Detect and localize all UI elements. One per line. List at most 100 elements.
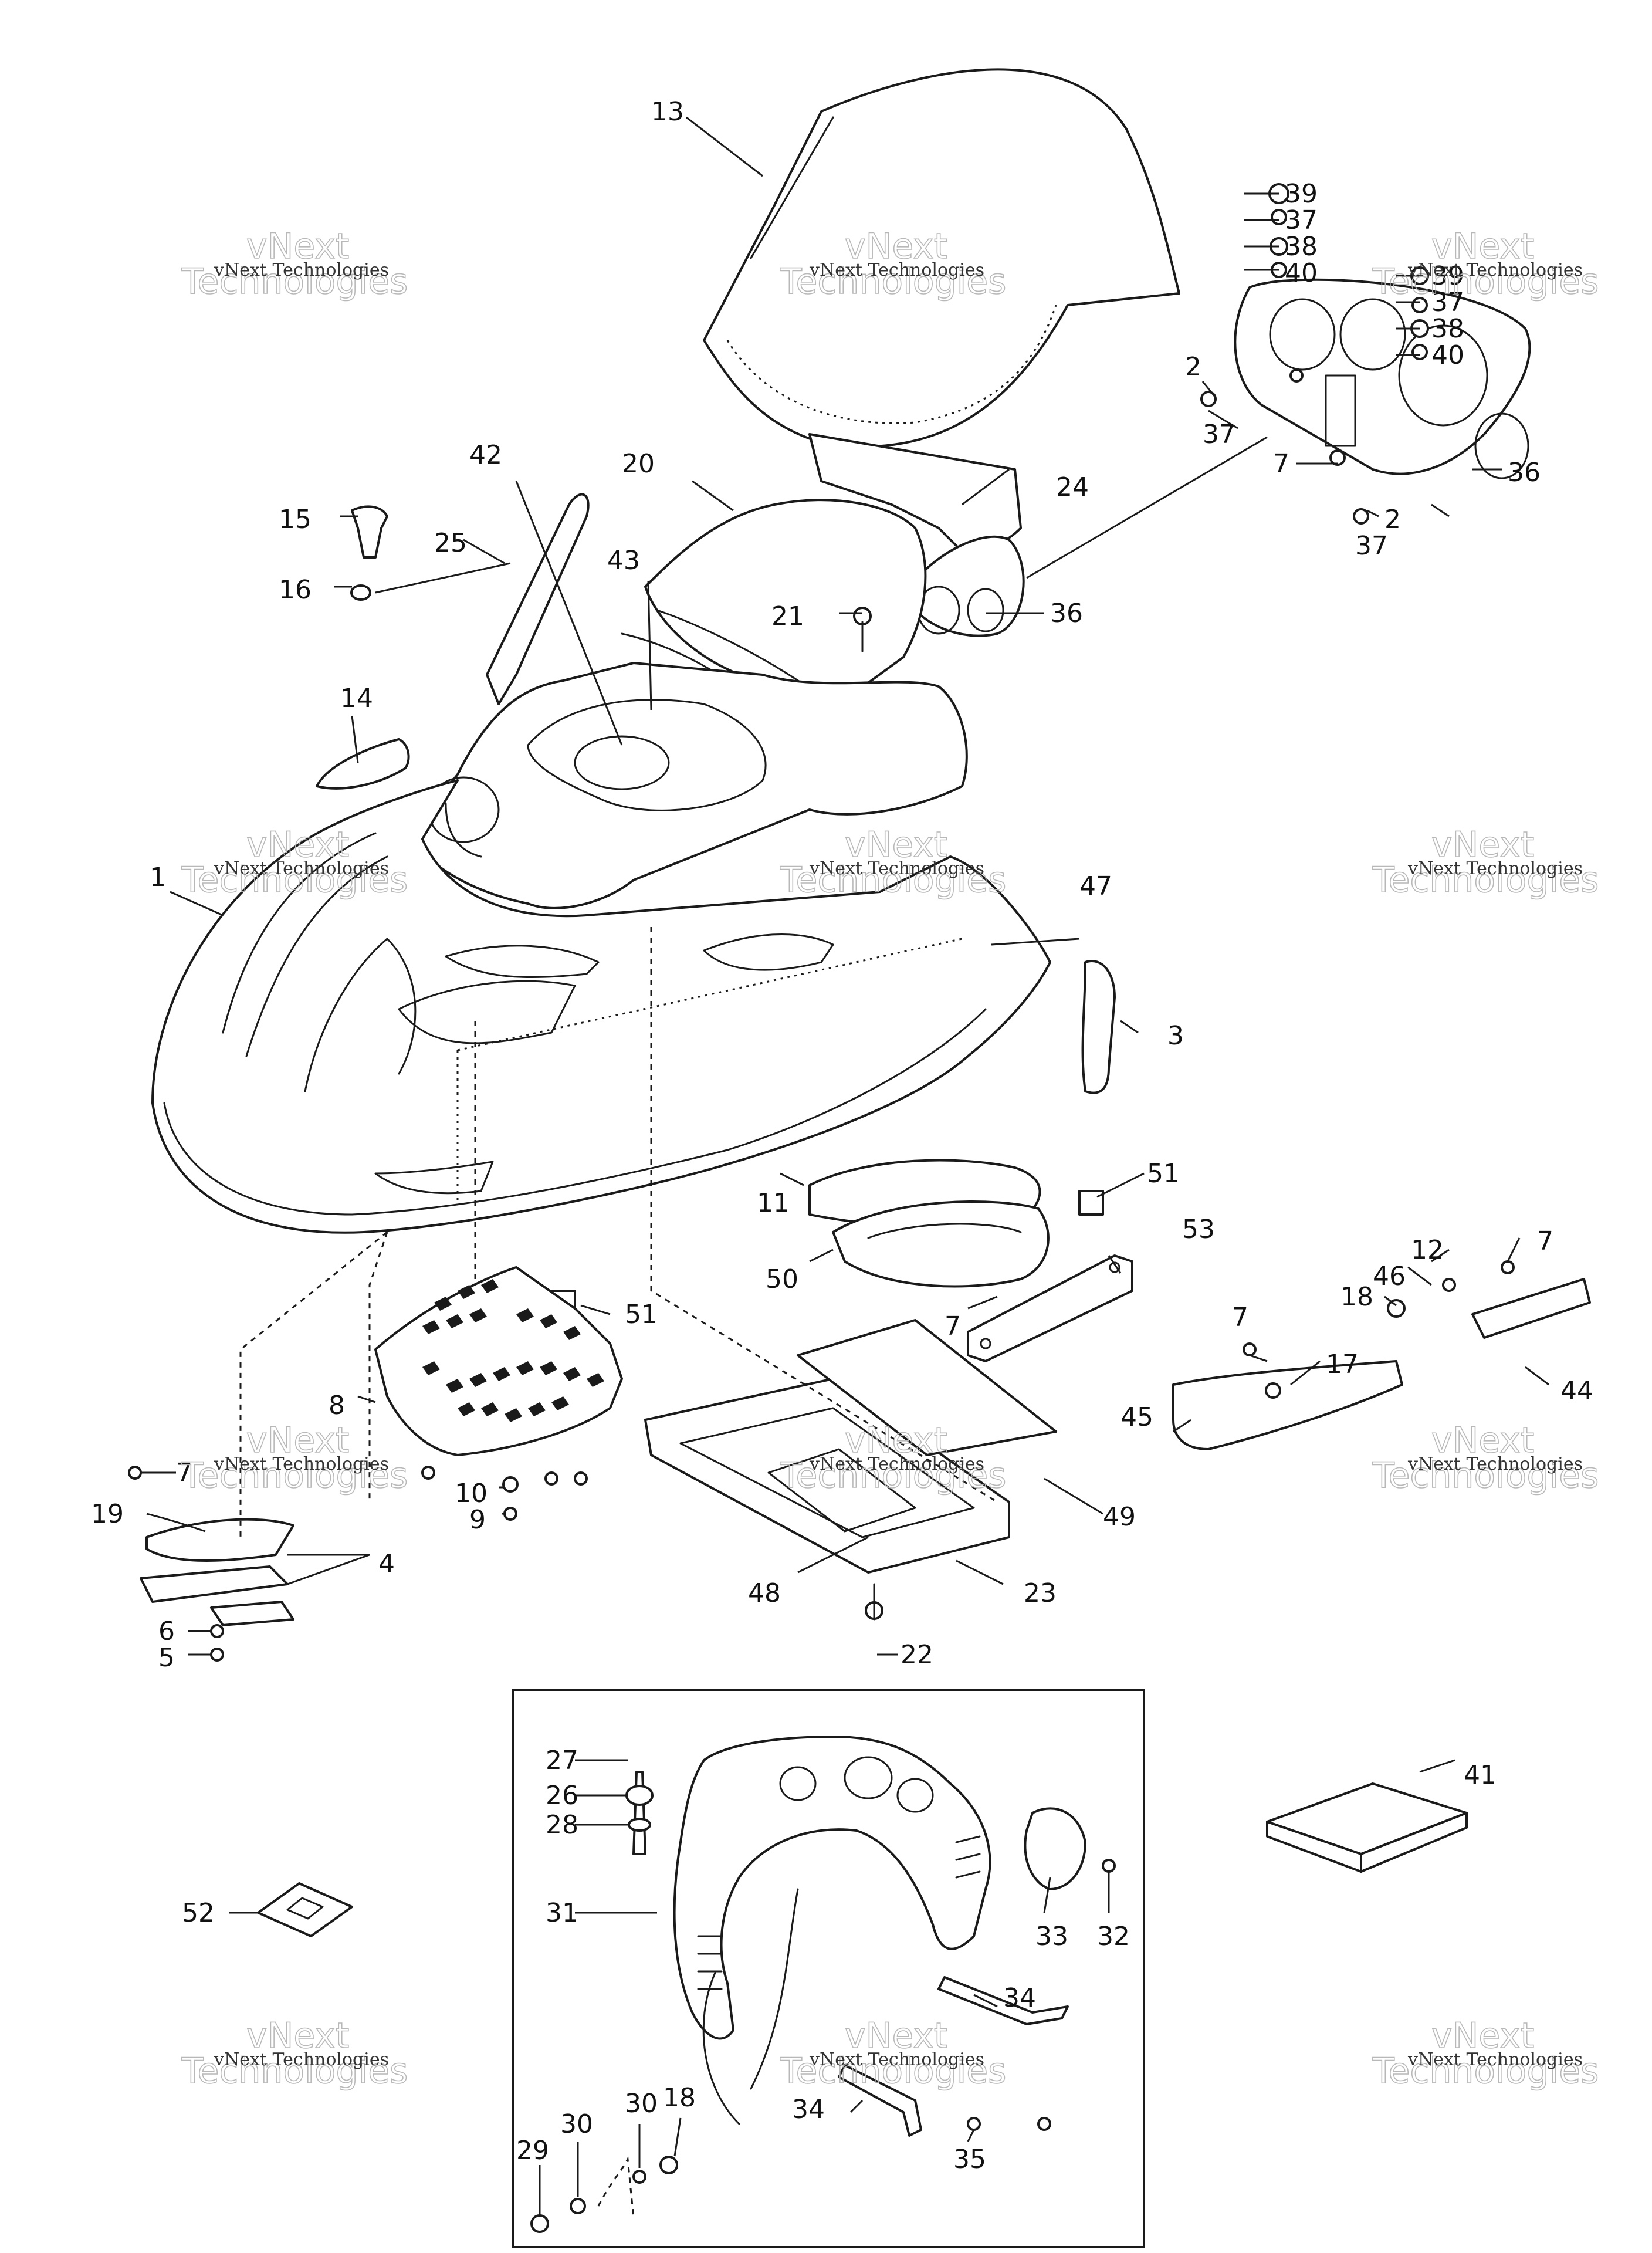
svg-text:vNext: vNext bbox=[246, 824, 349, 865]
callout-4: 4 bbox=[378, 1549, 395, 1579]
svg-text:Technologies: Technologies bbox=[181, 860, 408, 901]
callout-38-a: 38 bbox=[1285, 232, 1318, 262]
callout-47: 47 bbox=[1079, 871, 1112, 901]
callout-42: 42 bbox=[469, 440, 502, 470]
leader-lines bbox=[141, 116, 1549, 2215]
callout-41: 41 bbox=[1464, 1760, 1497, 1790]
svg-text:vNext Technologies: vNext Technologies bbox=[809, 260, 984, 280]
callout-40-b: 40 bbox=[1431, 340, 1464, 370]
watermark-top-right: vNext Technologies vNext Technologies bbox=[1372, 225, 1599, 303]
callout-35: 35 bbox=[953, 2144, 986, 2174]
watermark-low-right: vNext Technologies vNext Technologies bbox=[1372, 1419, 1599, 1497]
callout-32: 32 bbox=[1097, 1922, 1130, 1951]
svg-text:vNext Technologies: vNext Technologies bbox=[809, 858, 984, 879]
callout-31: 31 bbox=[546, 1898, 578, 1928]
callout-5: 5 bbox=[158, 1643, 175, 1673]
side-rail bbox=[1172, 1260, 1591, 1450]
callout-19: 19 bbox=[91, 1499, 124, 1529]
callout-38-b: 38 bbox=[1431, 314, 1464, 344]
watermark-top-left: vNext Technologies vNext Technologies bbox=[181, 225, 408, 303]
callout-21: 21 bbox=[771, 601, 804, 631]
callout-18-a: 18 bbox=[1340, 1282, 1373, 1312]
callout-34-a: 34 bbox=[1003, 1983, 1036, 2013]
callout-2-b: 2 bbox=[1384, 505, 1401, 535]
callout-44: 44 bbox=[1560, 1376, 1593, 1406]
inset-parts bbox=[530, 1736, 1116, 2233]
svg-text:Technologies: Technologies bbox=[1372, 261, 1599, 302]
callout-39-a: 39 bbox=[1285, 179, 1318, 209]
callout-43: 43 bbox=[607, 546, 640, 576]
watermark-mid-center: vNext Technologies vNext Technologies bbox=[779, 824, 1007, 901]
callout-33: 33 bbox=[1035, 1922, 1068, 1951]
instrument-bezel bbox=[1234, 278, 1531, 479]
callout-12: 12 bbox=[1411, 1235, 1444, 1265]
watermark-mid-right: vNext Technologies vNext Technologies bbox=[1372, 824, 1599, 901]
svg-text:vNext Technologies: vNext Technologies bbox=[809, 1454, 984, 1474]
callout-29: 29 bbox=[516, 2136, 549, 2166]
callout-51-a: 51 bbox=[1147, 1159, 1180, 1189]
callout-23: 23 bbox=[1024, 1578, 1057, 1608]
callout-37-b: 37 bbox=[1431, 287, 1464, 317]
svg-text:vNext Technologies: vNext Technologies bbox=[214, 260, 389, 280]
svg-text:vNext: vNext bbox=[1431, 2015, 1534, 2056]
svg-text:Technologies: Technologies bbox=[780, 261, 1006, 302]
callout-53: 53 bbox=[1182, 1215, 1215, 1244]
svg-text:Technologies: Technologies bbox=[1372, 1455, 1599, 1496]
svg-text:Technologies: Technologies bbox=[780, 2051, 1006, 2092]
grille-fasteners bbox=[421, 1466, 588, 1521]
callout-8: 8 bbox=[329, 1391, 345, 1420]
assembly-lines bbox=[239, 927, 998, 1537]
grille-plate bbox=[374, 1266, 623, 1456]
windshield bbox=[703, 68, 1180, 448]
inset-frame bbox=[512, 1689, 1145, 2248]
svg-text:vNext: vNext bbox=[845, 2015, 947, 2056]
svg-text:vNext: vNext bbox=[845, 226, 947, 267]
callout-36-a: 36 bbox=[1508, 458, 1541, 488]
callout-37-a: 37 bbox=[1285, 205, 1318, 235]
callout-52: 52 bbox=[182, 1898, 215, 1928]
svg-text:Technologies: Technologies bbox=[1372, 2051, 1599, 2092]
callout-1: 1 bbox=[150, 862, 166, 892]
foam-block bbox=[1266, 1782, 1468, 1873]
handle-14 bbox=[316, 738, 410, 790]
callout-26: 26 bbox=[546, 1781, 578, 1811]
storage-bin bbox=[644, 1319, 1057, 1621]
callout-40-a: 40 bbox=[1285, 258, 1318, 288]
svg-text:vNext: vNext bbox=[1431, 226, 1534, 267]
callout-46: 46 bbox=[1373, 1261, 1406, 1291]
svg-text:vNext: vNext bbox=[246, 2015, 349, 2056]
svg-text:vNext Technologies: vNext Technologies bbox=[214, 1454, 389, 1474]
svg-text:vNext: vNext bbox=[845, 824, 947, 865]
callout-10: 10 bbox=[455, 1479, 488, 1508]
callout-30-b: 30 bbox=[560, 2109, 593, 2139]
rail bbox=[967, 1254, 1133, 1362]
hood bbox=[151, 779, 1051, 1234]
callout-7-c: 7 bbox=[1537, 1226, 1553, 1256]
side-deflector bbox=[486, 493, 590, 705]
svg-text:vNext: vNext bbox=[845, 1420, 947, 1461]
callout-7-b: 7 bbox=[945, 1311, 961, 1341]
watermark-low-left: vNext Technologies vNext Technologies bbox=[181, 1419, 408, 1497]
svg-text:Technologies: Technologies bbox=[181, 2051, 408, 2092]
callout-9: 9 bbox=[469, 1505, 486, 1535]
callout-50: 50 bbox=[766, 1264, 798, 1294]
svg-text:Technologies: Technologies bbox=[1372, 860, 1599, 901]
svg-text:vNext: vNext bbox=[1431, 824, 1534, 865]
watermark-bottom-right: vNext Technologies vNext Technologies bbox=[1372, 2015, 1599, 2092]
callout-7-e: 7 bbox=[176, 1458, 192, 1488]
svg-text:Technologies: Technologies bbox=[181, 1455, 408, 1496]
callout-49: 49 bbox=[1103, 1502, 1136, 1532]
watermark-top-center: vNext Technologies vNext Technologies bbox=[779, 225, 1007, 303]
callout-2-a: 2 bbox=[1185, 352, 1201, 382]
callout-27: 27 bbox=[546, 1745, 578, 1775]
watermark-low-center: vNext Technologies vNext Technologies bbox=[779, 1419, 1007, 1497]
callout-11: 11 bbox=[757, 1188, 790, 1218]
callout-37-d: 37 bbox=[1355, 531, 1388, 561]
callout-13: 13 bbox=[651, 97, 684, 127]
callout-3: 3 bbox=[1167, 1021, 1184, 1051]
callout-6: 6 bbox=[158, 1616, 175, 1646]
callout-18-b: 18 bbox=[663, 2083, 696, 2113]
clip-upper bbox=[1078, 1190, 1104, 1216]
callout-48: 48 bbox=[748, 1578, 781, 1608]
callout-39-b: 39 bbox=[1431, 261, 1464, 291]
